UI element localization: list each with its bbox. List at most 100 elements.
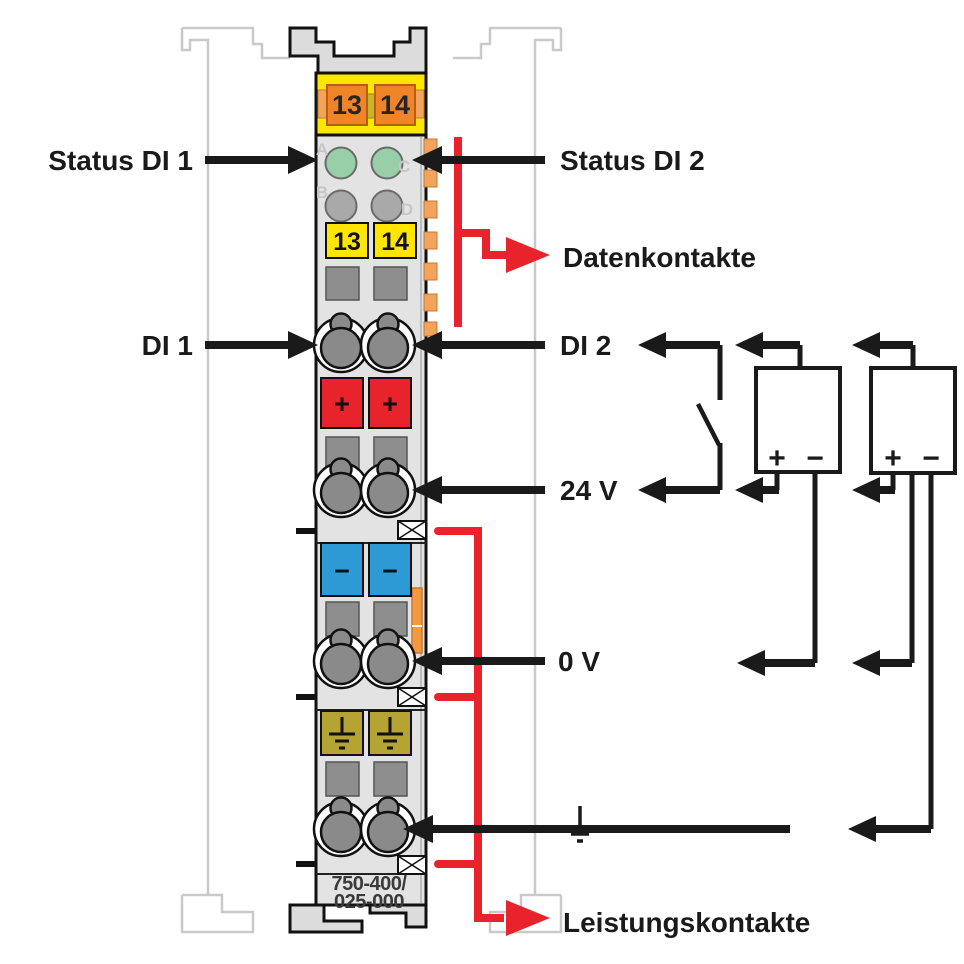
terminal-row-24v bbox=[312, 457, 417, 519]
plus-icon: + bbox=[768, 442, 786, 475]
minus-icon: − bbox=[806, 442, 824, 475]
marker-14 bbox=[373, 222, 417, 259]
top-terminal-13-label: 13 bbox=[332, 90, 362, 120]
data-contacts-branch bbox=[458, 229, 506, 259]
plus-marker-1 bbox=[320, 377, 364, 429]
led-letter-d: D bbox=[401, 200, 413, 219]
minus-icon: − bbox=[922, 442, 940, 475]
arrowhead-icon bbox=[852, 477, 880, 503]
arrowhead-icon bbox=[412, 146, 442, 174]
left-ghost-bottom-profile bbox=[180, 858, 255, 934]
led-B bbox=[324, 189, 358, 223]
led-letter-a: A bbox=[316, 140, 328, 159]
jumper-contact-3 bbox=[397, 855, 427, 875]
minus-terminal-markers: − − bbox=[320, 542, 412, 597]
label-24v: 24 V bbox=[560, 475, 618, 506]
left-contact-ticks bbox=[296, 528, 316, 867]
clamp-terminals bbox=[312, 312, 417, 858]
part-number-line1: 750-400/ bbox=[332, 873, 408, 895]
arrowhead-icon bbox=[737, 650, 765, 676]
jumper-contact-2 bbox=[397, 687, 427, 707]
arrowhead-icon bbox=[852, 650, 880, 676]
left-ghost-side bbox=[180, 28, 210, 858]
plus-icon: + bbox=[334, 389, 350, 419]
right-annotation-arrows bbox=[403, 146, 790, 843]
earth-icon bbox=[329, 717, 355, 750]
marker-13 bbox=[325, 222, 369, 259]
arrowhead-icon bbox=[288, 331, 318, 359]
data-contacts-line bbox=[454, 137, 550, 327]
jumper-contact-1 bbox=[397, 520, 427, 540]
supply-box-2: + − bbox=[848, 332, 957, 842]
power-contacts-line bbox=[434, 527, 550, 936]
minus-icon: − bbox=[382, 556, 398, 586]
status-led-block: A B C D bbox=[316, 140, 413, 223]
supply2-bottom-wires bbox=[890, 473, 934, 829]
led-letter-c: C bbox=[398, 157, 410, 176]
part-number-line2: 025-000 bbox=[334, 891, 404, 913]
top-terminal-tab-left bbox=[317, 89, 328, 119]
earth-terminal-markers bbox=[320, 710, 412, 756]
plus-terminal-markers: + + bbox=[320, 377, 412, 429]
arrowhead-icon bbox=[412, 647, 442, 675]
top-terminal-13 bbox=[326, 84, 368, 126]
arrowhead-icon bbox=[735, 332, 763, 358]
switch-blade bbox=[695, 402, 722, 447]
label-0v: 0 V bbox=[558, 646, 600, 677]
led-D bbox=[370, 189, 404, 223]
left-ghost-top-profile bbox=[182, 26, 290, 60]
earth-icon bbox=[377, 717, 403, 750]
top-terminal-14-label: 14 bbox=[380, 90, 410, 120]
arrowhead-icon bbox=[735, 477, 763, 503]
plus-marker-2 bbox=[368, 377, 412, 429]
label-datenkontakte: Datenkontakte bbox=[563, 242, 756, 273]
label-di1: DI 1 bbox=[142, 330, 193, 361]
led-letter-b: B bbox=[316, 183, 328, 202]
label-leistungskontakte: Leistungskontakte bbox=[563, 907, 810, 938]
switch-symbol bbox=[638, 332, 723, 503]
right-ghost-top-profile bbox=[453, 26, 561, 60]
top-terminal-block: 13 14 bbox=[314, 71, 428, 137]
plus-icon: + bbox=[884, 442, 902, 475]
label-status-di1: Status DI 1 bbox=[48, 145, 193, 176]
supply1-body bbox=[754, 366, 842, 474]
minus-marker-1 bbox=[320, 542, 364, 597]
arrowhead-icon bbox=[288, 146, 318, 174]
module-top-rail-clip bbox=[288, 26, 428, 75]
power-contacts-stubs bbox=[434, 527, 482, 868]
power-contacts-vertical bbox=[474, 527, 504, 922]
power-jumper-contacts bbox=[296, 520, 427, 875]
terminal-marker-block: 13 14 bbox=[325, 222, 417, 259]
right-ghost-side bbox=[533, 28, 563, 858]
arrowhead-icon bbox=[412, 331, 442, 359]
earth-ground-icon bbox=[564, 806, 596, 843]
marker-13-label: 13 bbox=[333, 228, 361, 256]
arrowhead-icon bbox=[403, 815, 433, 843]
supply-box-1: + − bbox=[735, 332, 842, 676]
arrowhead-icon bbox=[852, 332, 880, 358]
arrowhead-icon bbox=[848, 816, 876, 842]
led-A-status-di1 bbox=[324, 146, 358, 180]
right-ghost-bottom-profile bbox=[488, 858, 563, 934]
minus-marker-2 bbox=[368, 542, 412, 597]
module-bottom-foot-left bbox=[288, 903, 364, 934]
arrowhead-icon bbox=[412, 476, 442, 504]
arrowhead-icon bbox=[638, 332, 666, 358]
terminal-row-di bbox=[312, 312, 417, 374]
label-di2: DI 2 bbox=[560, 330, 611, 361]
supply2-body bbox=[869, 366, 957, 475]
data-contacts-arrowhead-icon bbox=[506, 237, 550, 273]
left-annotation-arrows bbox=[205, 146, 318, 359]
terminal-row-earth bbox=[312, 796, 417, 858]
power-contacts-arrowhead-icon bbox=[506, 900, 550, 936]
top-terminal-tab-right bbox=[414, 89, 425, 119]
module-latch bbox=[411, 587, 423, 654]
led-C-status-di2 bbox=[370, 146, 404, 180]
marker-14-label: 14 bbox=[381, 228, 409, 256]
arrowhead-icon bbox=[638, 477, 666, 503]
minus-icon: − bbox=[334, 556, 350, 586]
neighbour-module-outlines bbox=[180, 26, 563, 934]
top-terminal-14 bbox=[374, 84, 416, 126]
